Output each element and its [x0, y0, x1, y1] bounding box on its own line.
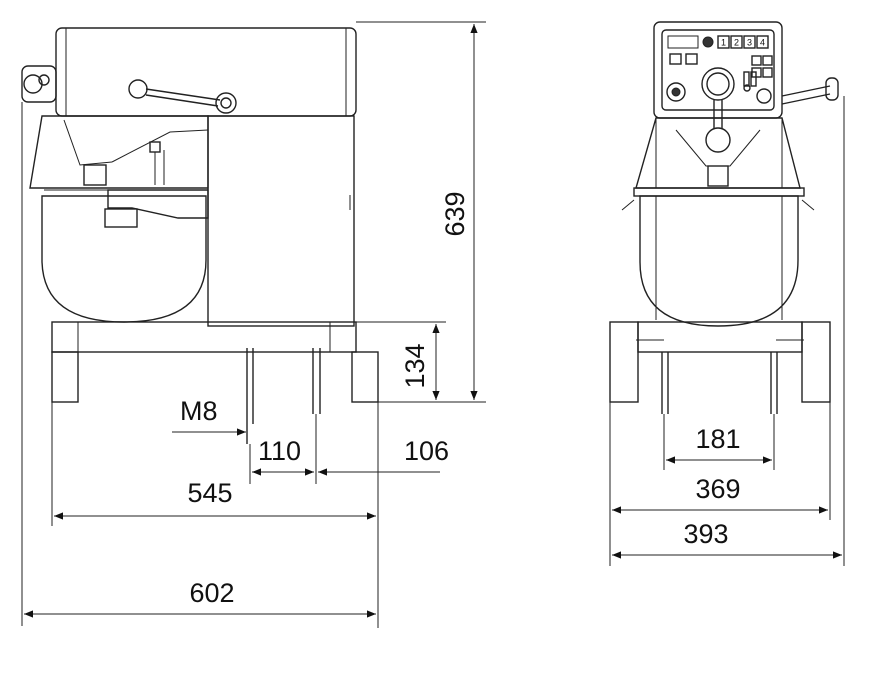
- dim-depth-total: 602: [189, 578, 234, 608]
- speed-key-2: 2: [734, 38, 739, 48]
- dim-height-total: 639: [440, 191, 470, 236]
- dim-foot-spacing: 110: [258, 436, 301, 466]
- stop-button-icon: [756, 88, 772, 104]
- bowl-lift-lever: [128, 79, 237, 114]
- speed-key-1: 1: [721, 38, 726, 48]
- motor-head: [55, 27, 357, 117]
- side-view: 639 134 M8 110 106 545 602: [21, 21, 486, 628]
- foot-front: [51, 351, 79, 403]
- timer-dial-icon: [701, 67, 735, 101]
- front-view: 1 2 3 4: [609, 21, 845, 566]
- speed-key-4: 4: [760, 38, 765, 48]
- cable-gland: [21, 65, 57, 103]
- speed-keys: 1 2 3 4: [717, 35, 769, 49]
- control-panel: [661, 29, 775, 111]
- foot-rear: [351, 351, 379, 403]
- dim-width-total: 393: [683, 519, 728, 549]
- bowl: [41, 195, 207, 323]
- base-frame: [51, 321, 357, 353]
- dim-depth-inner: 545: [187, 478, 232, 508]
- start-button-icon: [666, 82, 686, 102]
- dim-width-base: 369: [695, 474, 740, 504]
- dim-width-feet: 181: [695, 424, 740, 454]
- dim-thread: M8: [180, 396, 218, 426]
- dim-height-base: 134: [400, 343, 430, 388]
- body-column: [207, 115, 355, 327]
- dim-foot-offset: 106: [404, 436, 449, 466]
- side-lever: [781, 77, 839, 105]
- front-bowl: [639, 195, 799, 327]
- bowl-guard: [29, 115, 209, 189]
- speed-key-3: 3: [747, 38, 752, 48]
